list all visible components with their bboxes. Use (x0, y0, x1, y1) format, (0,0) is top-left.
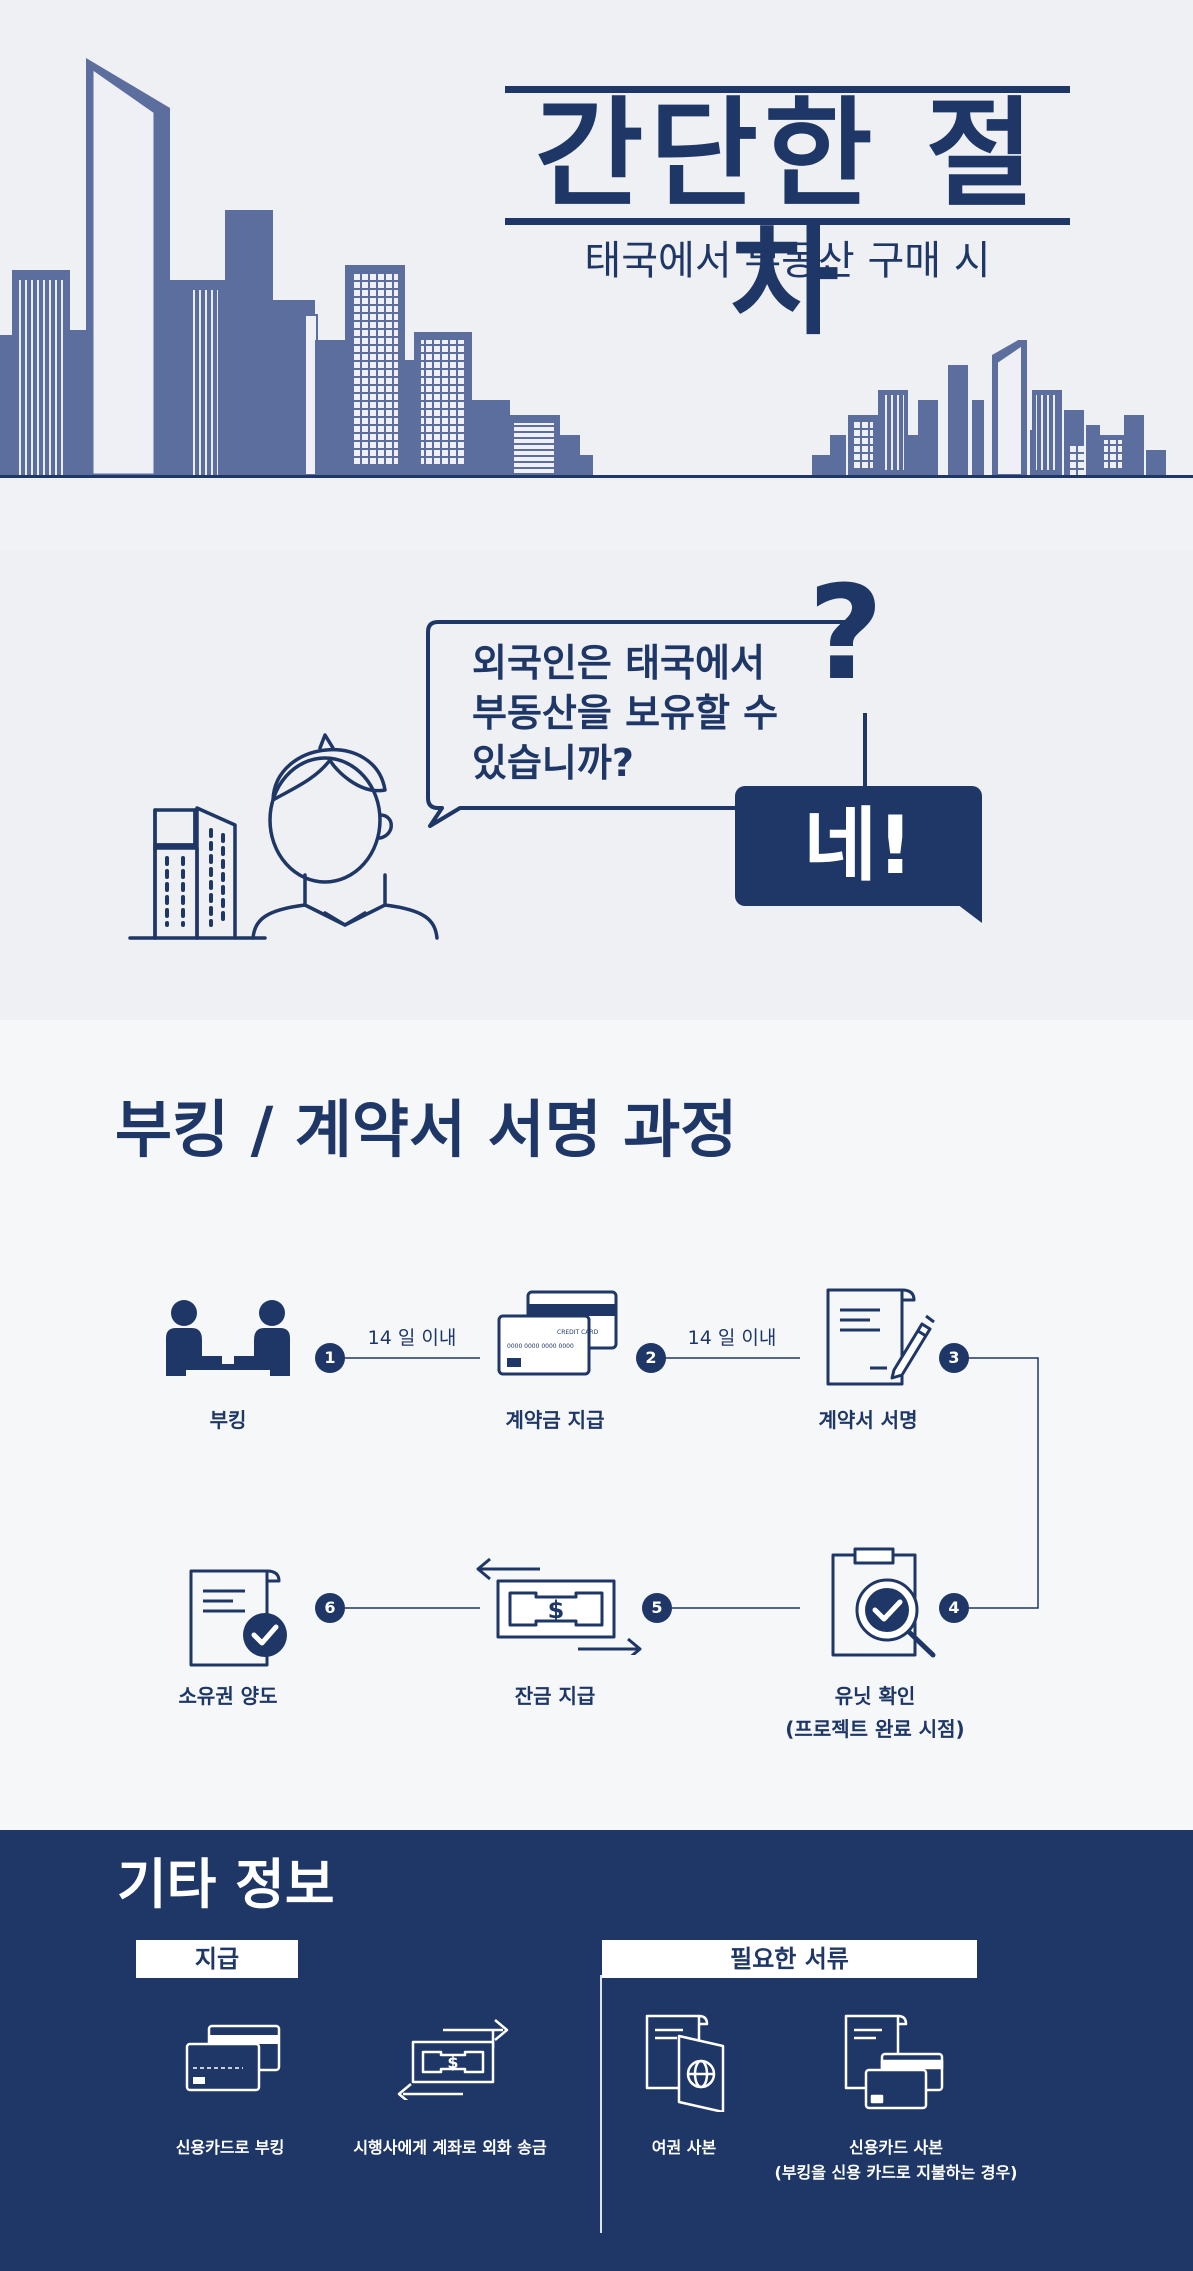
dollar-sign-icon: $ (548, 1596, 565, 1624)
step-number-4: 4 (939, 1593, 969, 1623)
documents-header: 필요한 서류 (602, 1940, 977, 1978)
money-transfer-icon: $ (476, 1557, 642, 1655)
credit-card-icon (185, 2024, 281, 2092)
question-text: 외국인은 태국에서 부동산을 보유할 수 있습니까? (472, 641, 779, 785)
title-top-rule (505, 86, 1070, 93)
step-number-1: 1 (315, 1343, 345, 1373)
step-label-unit-inspection: 유닛 확인 (834, 1684, 916, 1708)
contract-sign-icon (826, 1288, 935, 1386)
step-number-6: 6 (315, 1593, 345, 1623)
payment-header: 지급 (136, 1940, 298, 1978)
step-label-deposit-payment: 계약금 지급 (505, 1408, 605, 1432)
step-number-5: 5 (642, 1593, 672, 1623)
payment-item-label-1: 신용카드로 부킹 (175, 2138, 285, 2157)
step-label-contract-signing: 계약서 서명 (818, 1408, 918, 1432)
page-title: 간단한 절차 (534, 85, 1041, 351)
step-number-3: 3 (939, 1343, 969, 1373)
passport-copy-icon (645, 2014, 725, 2112)
info-title: 기타 정보 (117, 1853, 335, 1916)
process-flow-lines (345, 1357, 1039, 1609)
unit-inspection-icon (831, 1547, 936, 1658)
info-divider (600, 1975, 602, 2233)
title-bottom-rule (505, 218, 1070, 225)
money-transfer-icon: $ (397, 2019, 509, 2100)
card-label: CREDIT CARD (557, 1329, 599, 1336)
credit-card-icon: CREDIT CARD 0000 0000 0000 0000 (497, 1290, 618, 1376)
ground-line (0, 475, 1193, 478)
payment-item-label-2: 시행사에게 계좌로 외화 송금 (353, 2138, 547, 2157)
connector-label-1: 14 일 이내 (367, 1327, 457, 1349)
question-section (0, 550, 1193, 1020)
answer-bubble-tail (945, 895, 982, 923)
step-sublabel-unit-inspection: (프로젝트 완료 시점) (785, 1717, 965, 1741)
step-label-ownership-transfer: 소유권 양도 (178, 1684, 278, 1708)
dollar-sign-icon: $ (447, 2053, 458, 2072)
answer-bubble (735, 786, 982, 906)
connector-label-2: 14 일 이내 (687, 1327, 777, 1349)
step-label-balance-payment: 잔금 지급 (514, 1684, 596, 1708)
speech-bubble-outline (426, 620, 867, 828)
process-section (0, 1020, 1193, 1830)
document-item-label-2: 신용카드 사본 (849, 2138, 943, 2157)
step-number-2: 2 (636, 1343, 666, 1373)
credit-card-copy-icon (844, 2014, 944, 2110)
step-label-booking: 부킹 (209, 1408, 247, 1432)
ownership-document-icon (189, 1569, 287, 1667)
person-with-building-illustration (128, 733, 439, 940)
card-number: 0000 0000 0000 0000 (507, 1343, 574, 1350)
question-mark-icon: ? (808, 557, 884, 709)
handshake-meeting-icon (166, 1300, 290, 1376)
city-skyline-left-illustration (0, 58, 593, 477)
document-item-label-1: 여권 사본 (651, 2138, 717, 2157)
document-item-sublabel-2: (부킹을 신용 카드로 지불하는 경우) (774, 2163, 1018, 2182)
city-skyline-right-illustration (812, 340, 1166, 476)
page-subtitle: 태국에서 부동산 구매 시 (584, 238, 991, 284)
answer-text: 네! (803, 799, 914, 892)
process-title: 부킹 / 계약서 서명 과정 (115, 1093, 738, 1166)
